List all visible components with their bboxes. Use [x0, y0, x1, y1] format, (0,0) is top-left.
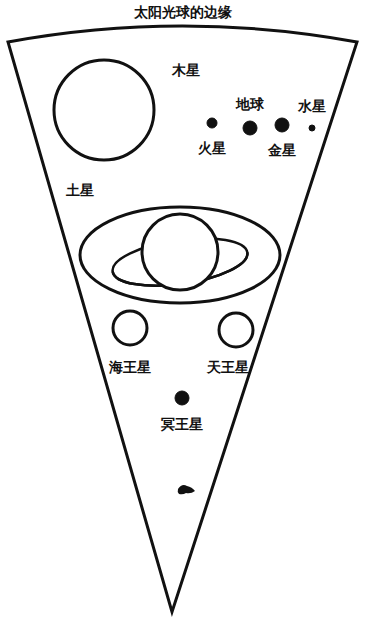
- neptune-circle: 海王星: [113, 311, 147, 345]
- planet-disc: [175, 391, 189, 405]
- saturn-ringed: 土星: [78, 205, 282, 305]
- planet-disc: [275, 118, 289, 132]
- planet-label: 火星: [198, 140, 226, 156]
- planet-label: 海王星: [109, 359, 151, 375]
- planet-disc: [243, 121, 257, 135]
- venus-dot: 金星: [275, 118, 289, 132]
- planet-label: 地球: [236, 96, 264, 112]
- planet-disc: [309, 125, 315, 131]
- planet-disc: [219, 313, 253, 347]
- planet-label: 土星: [66, 182, 94, 198]
- jupiter-circle: 木星: [54, 60, 154, 160]
- mars-dot: 火星: [207, 118, 217, 128]
- edge-label: 太阳光球的边缘: [134, 4, 232, 20]
- planet-disc: [54, 60, 154, 160]
- mercury-dot: 水星: [309, 125, 315, 131]
- pluto-dot: 冥王星: [175, 391, 189, 405]
- planet-label: 冥王星: [161, 416, 203, 432]
- saturn-globe: [142, 214, 218, 290]
- planet-disc: [207, 118, 217, 128]
- planet-disc: [113, 311, 147, 345]
- planet-label: 天王星: [207, 359, 249, 375]
- outer-ring: [80, 207, 280, 303]
- planet-label: 水星: [298, 98, 326, 114]
- earth-dot: 地球: [243, 121, 257, 135]
- planet-label: 金星: [268, 142, 296, 158]
- uranus-circle: 天王星: [219, 313, 253, 347]
- small-body: [178, 485, 195, 494]
- wedge-outline: [8, 26, 357, 612]
- planet-label: 木星: [172, 62, 200, 78]
